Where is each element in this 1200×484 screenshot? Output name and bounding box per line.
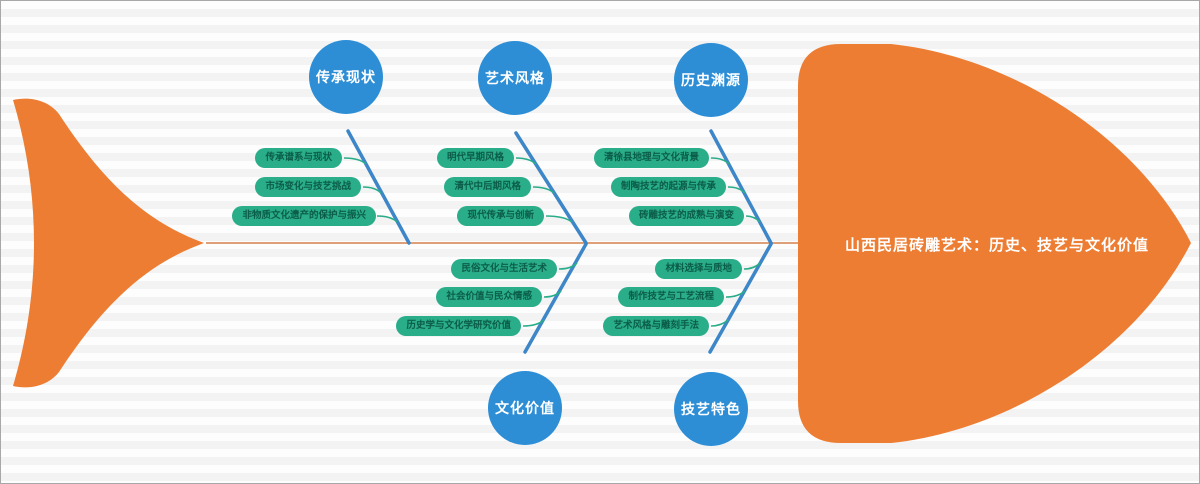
connector-line: [545, 215, 573, 223]
subtopic-pill[interactable]: 现代传承与创新: [457, 206, 544, 226]
branch-line-art-style: [514, 131, 588, 245]
fish-head-shape: [798, 44, 1191, 443]
subtopic-pill[interactable]: 艺术风格与雕刻手法: [603, 316, 709, 336]
connector-line: [362, 186, 382, 194]
subtopic-pill[interactable]: 非物质文化遗产的保护与振兴: [232, 206, 376, 226]
category-label: 文化价值: [495, 400, 555, 416]
subtopic-pill[interactable]: 历史学与文化学研究价值: [396, 316, 521, 336]
fish-tail-shape: [13, 98, 204, 388]
diagram-title: 山西民居砖雕艺术：历史、技艺与文化价值: [844, 237, 1149, 254]
connector-line: [743, 262, 761, 270]
category-technique-features[interactable]: 技艺特色: [674, 372, 748, 446]
connector-line: [343, 157, 367, 165]
subtopic-pill[interactable]: 砖雕技艺的成熟与演变: [628, 206, 744, 226]
subtopic-pill[interactable]: 传承谱系与现状: [255, 148, 342, 168]
category-label: 技艺特色: [681, 401, 741, 417]
connector-line: [558, 262, 578, 270]
category-heritage-status[interactable]: 传承现状: [309, 40, 383, 114]
subtopic-pill[interactable]: 制陶技艺的起源与传承: [610, 177, 726, 197]
category-art-style[interactable]: 艺术风格: [478, 41, 552, 115]
connector-line: [532, 186, 555, 194]
subtopic-pill[interactable]: 清代中后期风格: [444, 177, 531, 197]
category-label: 艺术风格: [485, 70, 545, 86]
category-label: 传承现状: [316, 69, 376, 85]
branch-line-technique-features: [708, 242, 773, 354]
subtopic-pill[interactable]: 市场变化与技艺挑战: [255, 177, 361, 197]
connector-line: [725, 290, 746, 298]
subtopic-pill[interactable]: 社会价值与民众情感: [436, 287, 542, 307]
category-label: 历史渊源: [681, 72, 741, 88]
subtopic-pill[interactable]: 民俗文化与生活艺术: [451, 259, 557, 279]
connector-line: [727, 186, 746, 194]
connector-line: [710, 319, 729, 327]
branch-line-heritage-status: [346, 129, 411, 245]
connector-line: [376, 215, 398, 223]
subtopic-pill[interactable]: 制作技艺与工艺流程: [618, 287, 724, 307]
subtopic-pill[interactable]: 清徐县地理与文化背景: [593, 148, 709, 168]
connector-line: [710, 157, 730, 165]
category-history-origin[interactable]: 历史渊源: [674, 43, 748, 117]
connector-line: [515, 157, 537, 165]
connector-line: [745, 215, 761, 223]
branch-line-cultural-value: [523, 242, 588, 354]
subtopic-pill[interactable]: 材料选择与质地: [655, 259, 742, 279]
category-cultural-value[interactable]: 文化价值: [488, 371, 562, 445]
connector-line: [543, 290, 562, 298]
branch-line-history-origin: [709, 129, 773, 245]
connector-line: [522, 319, 545, 327]
subtopic-pill[interactable]: 明代早期风格: [436, 148, 514, 168]
